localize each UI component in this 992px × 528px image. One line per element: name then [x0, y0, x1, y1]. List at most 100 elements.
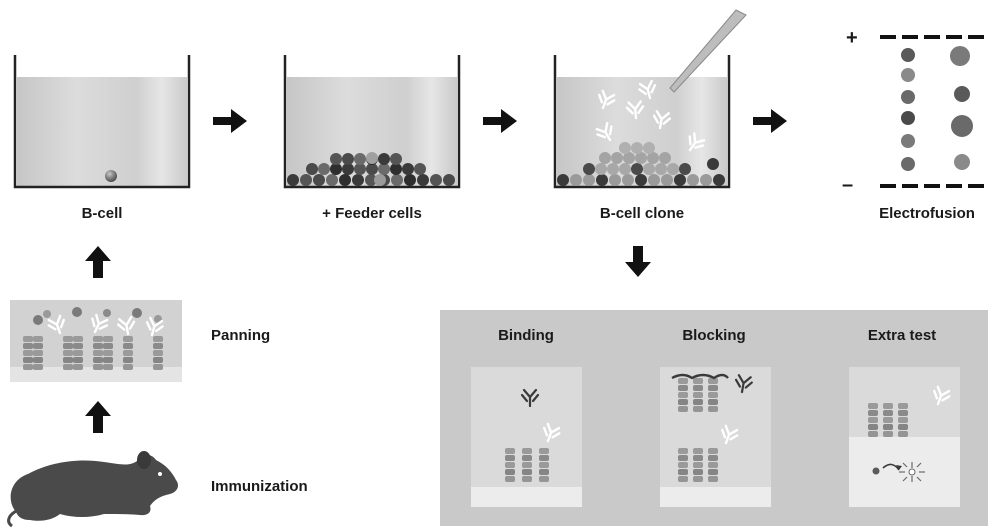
cell [954, 86, 970, 102]
cell [365, 174, 377, 186]
well-bcell [13, 55, 191, 189]
well-clone [553, 9, 747, 189]
cell [648, 174, 660, 186]
cell [619, 142, 631, 154]
cell [679, 163, 691, 175]
cell [607, 163, 619, 175]
cell [661, 174, 673, 186]
cell [647, 152, 659, 164]
cell [635, 174, 647, 186]
cell [374, 174, 386, 186]
receptor-protein [123, 336, 133, 370]
label-blocking: Blocking [682, 327, 745, 344]
cell [417, 174, 429, 186]
cell [713, 174, 725, 186]
cell [339, 174, 351, 186]
mouse-icon [7, 451, 179, 528]
cell [901, 48, 915, 62]
cell [950, 46, 970, 66]
cell [623, 152, 635, 164]
label-bcell: B-cell [82, 205, 123, 222]
label-binding: Binding [498, 327, 554, 344]
cell [378, 153, 390, 165]
cell [687, 174, 699, 186]
cell [330, 153, 342, 165]
cell [313, 174, 325, 186]
cell [443, 174, 455, 186]
arrow-up-icon [85, 401, 111, 433]
cell [901, 90, 915, 104]
receptor-protein [153, 336, 163, 370]
label-electrofusion: Electrofusion [879, 205, 975, 222]
cell [700, 174, 712, 186]
cell [342, 153, 354, 165]
cell [901, 134, 915, 148]
blocking-assay [660, 367, 771, 507]
cell [674, 174, 686, 186]
fusion-cell-columns [901, 46, 973, 171]
cell [655, 163, 667, 175]
cell [643, 163, 655, 175]
binding-assay [471, 367, 582, 507]
cell [300, 174, 312, 186]
cell [596, 174, 608, 186]
cell [635, 152, 647, 164]
cell [366, 152, 378, 164]
cell [342, 163, 354, 175]
receptor-protein [63, 336, 73, 370]
receptor-protein [33, 336, 43, 370]
cell [402, 163, 414, 175]
arrow-right-icon [213, 109, 247, 133]
feeder-cell-cluster [287, 152, 455, 186]
cell [570, 174, 582, 186]
panning-illustration [10, 300, 182, 382]
label-bcell-clone: B-cell clone [600, 205, 684, 222]
plus-sign: + [846, 27, 858, 49]
cell [599, 152, 611, 164]
cell [901, 111, 915, 125]
arrow-right-icon [483, 109, 517, 133]
electrofusion-panel [880, 35, 990, 188]
label-feeder-cells: + Feeder cells [322, 205, 422, 222]
cell [901, 68, 915, 82]
arrow-down-icon [625, 246, 651, 277]
cell [901, 157, 915, 171]
cell [352, 174, 364, 186]
cell [619, 163, 631, 175]
well-feeder [283, 55, 461, 189]
minus-sign: – [842, 174, 853, 196]
cell [583, 163, 595, 175]
cell [631, 142, 643, 154]
cell [287, 174, 299, 186]
cell [667, 163, 679, 175]
extra-test-assay [849, 367, 960, 507]
cell [954, 154, 970, 170]
panning-antigens [33, 307, 166, 339]
cell [378, 163, 390, 175]
cell [659, 152, 671, 164]
cell [414, 163, 426, 175]
cell [951, 115, 973, 137]
cell [306, 163, 318, 175]
arrow-up-icon [85, 246, 111, 278]
cell [390, 153, 402, 165]
cell [622, 174, 634, 186]
cell [366, 163, 378, 175]
cell [611, 152, 623, 164]
receptor-protein [93, 336, 103, 370]
receptor-protein [103, 336, 113, 370]
cell [609, 174, 621, 186]
cell [707, 158, 719, 170]
cell [330, 163, 342, 175]
cell [430, 174, 442, 186]
label-immunization: Immunization [211, 478, 308, 495]
clone-cell-cluster [557, 142, 725, 186]
cell [354, 153, 366, 165]
cell [354, 163, 366, 175]
label-panning: Panning [211, 327, 270, 344]
label-extra-test: Extra test [868, 327, 936, 344]
cell [318, 163, 330, 175]
cell [404, 174, 416, 186]
cell [595, 163, 607, 175]
